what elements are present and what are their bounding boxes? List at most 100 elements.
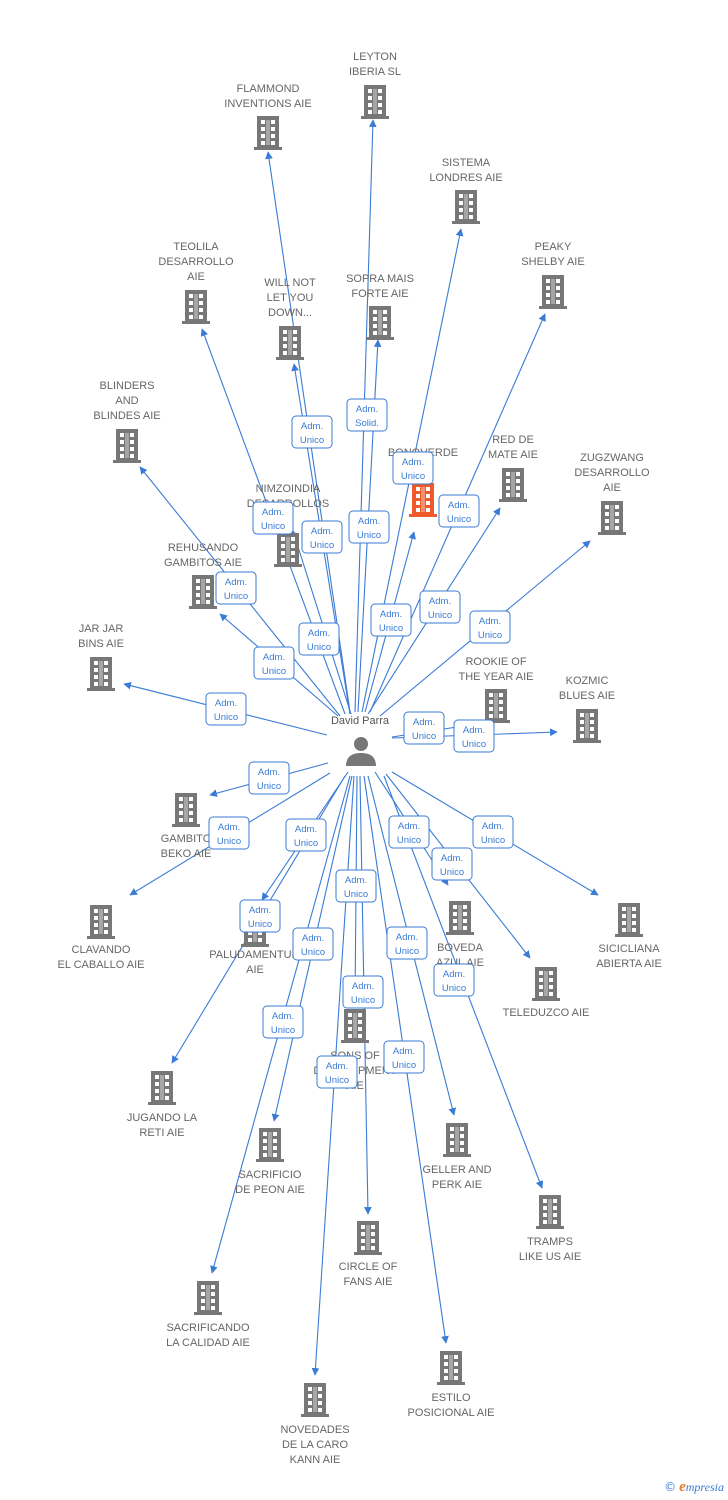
role-badge-gambito[interactable]: Adm.Unico <box>248 761 290 795</box>
role-badge-box <box>438 494 480 528</box>
role-badge-sons[interactable]: Adm.Unico <box>335 869 377 903</box>
company-label-line: AIE <box>187 271 205 283</box>
role-badge-peaky[interactable]: Adm.Unico <box>419 590 461 624</box>
role-badge-box <box>342 975 384 1009</box>
role-badge-nimzoindia[interactable]: Adm.Unico <box>298 622 340 656</box>
role-badge-paludamentum[interactable]: Adm.Unico <box>285 818 327 852</box>
role-badge-leyton[interactable]: Adm.Solid. <box>346 398 388 432</box>
building-icon <box>437 1351 465 1385</box>
role-badge-tramps[interactable]: Adm.Unico <box>433 963 475 997</box>
role-badge-teleduzco[interactable]: Adm.Unico <box>431 847 473 881</box>
role-badge-teolila[interactable]: Adm.Unico <box>252 501 294 535</box>
role-badge-text: Unico <box>412 731 436 742</box>
building-icon <box>361 85 389 119</box>
company-label-line: NOVEDADES <box>280 1424 349 1436</box>
role-badge-willnot[interactable]: Adm.Unico <box>301 520 343 554</box>
company-label-line: NIMZOINDIA <box>256 483 321 495</box>
role-badge-jugando[interactable]: Adm.Unico <box>239 899 281 933</box>
role-badge-rookie[interactable]: Adm.Unico <box>403 711 445 745</box>
center-person[interactable]: David Parra <box>331 715 390 766</box>
role-badge-text: Unico <box>440 867 464 878</box>
company-label-line: SOPRA MAIS <box>346 273 414 285</box>
role-badge-text: Unico <box>462 739 486 750</box>
role-badge-zugzwang[interactable]: Adm.Unico <box>469 610 511 644</box>
role-badge-siciciliana[interactable]: Adm.Unico <box>472 815 514 849</box>
company-label-line: TELEDUZCO AIE <box>503 1007 590 1019</box>
role-badge-rehusando[interactable]: Adm.Unico <box>253 646 295 680</box>
role-badge-text: Adm. <box>482 821 504 832</box>
company-label-line: LA CALIDAD AIE <box>166 1337 250 1349</box>
role-badge-clavando[interactable]: Adm.Unico <box>208 816 250 850</box>
role-badge-bonoverde[interactable]: Adm.Unico <box>370 603 412 637</box>
role-badge-estilo[interactable]: Adm.Unico <box>383 1040 425 1074</box>
company-node-siciciliana[interactable]: SICICLIANA ABIERTA AIE <box>596 903 662 970</box>
company-label-line: JUGANDO LA <box>127 1112 198 1124</box>
role-badge-sacrificando[interactable]: Adm.Unico <box>262 1005 304 1039</box>
building-icon <box>443 1123 471 1157</box>
role-badge-box <box>252 501 294 535</box>
company-label-line: SICICLIANA <box>598 943 660 955</box>
role-badge-box <box>388 815 430 849</box>
role-badge-kozmic[interactable]: Adm.Unico <box>453 719 495 753</box>
company-label-line: ABIERTA AIE <box>596 958 662 970</box>
company-label-line: DOWN... <box>268 307 312 319</box>
role-badge-text: Adm. <box>345 875 367 886</box>
role-badge-flammond[interactable]: Adm.Unico <box>291 415 333 449</box>
role-badge-jarjar[interactable]: Adm.Unico <box>205 692 247 726</box>
building-icon <box>366 306 394 340</box>
role-badge-redmate[interactable]: Adm.Unico <box>438 494 480 528</box>
building-icon <box>354 1221 382 1255</box>
company-label-line: ESTILO <box>431 1392 471 1404</box>
role-badge-boveda[interactable]: Adm.Unico <box>388 815 430 849</box>
building-icon <box>256 1128 284 1162</box>
role-badge-sistema[interactable]: Adm.Unico <box>392 451 434 485</box>
role-badge-text: Adm. <box>311 526 333 537</box>
company-label-line: MATE AIE <box>488 449 538 461</box>
company-label-line: GELLER AND <box>422 1164 491 1176</box>
company-node-teleduzco[interactable]: TELEDUZCO AIE <box>503 967 590 1019</box>
role-badge-sopra[interactable]: Adm.Unico <box>348 510 390 544</box>
role-badge-text: Unico <box>392 1060 416 1071</box>
role-badge-novedades[interactable]: Adm.Unico <box>316 1055 358 1089</box>
role-badge-blinders[interactable]: Adm.Unico <box>215 571 257 605</box>
role-badge-text: Adm. <box>358 516 380 527</box>
building-icon <box>276 326 304 360</box>
role-badge-text: Unico <box>257 781 281 792</box>
building-icon <box>532 967 560 1001</box>
role-badge-sacrificio[interactable]: Adm.Unico <box>292 927 334 961</box>
role-badge-geller[interactable]: Adm.Unico <box>386 926 428 960</box>
brand-name: mpresia <box>685 1480 724 1494</box>
company-label-line: BINS AIE <box>78 638 124 650</box>
role-badge-box <box>431 847 473 881</box>
role-badge-circle[interactable]: Adm.Unico <box>342 975 384 1009</box>
company-label-line: AIE <box>603 482 621 494</box>
role-badge-text: Adm. <box>352 981 374 992</box>
building-icon <box>182 290 210 324</box>
